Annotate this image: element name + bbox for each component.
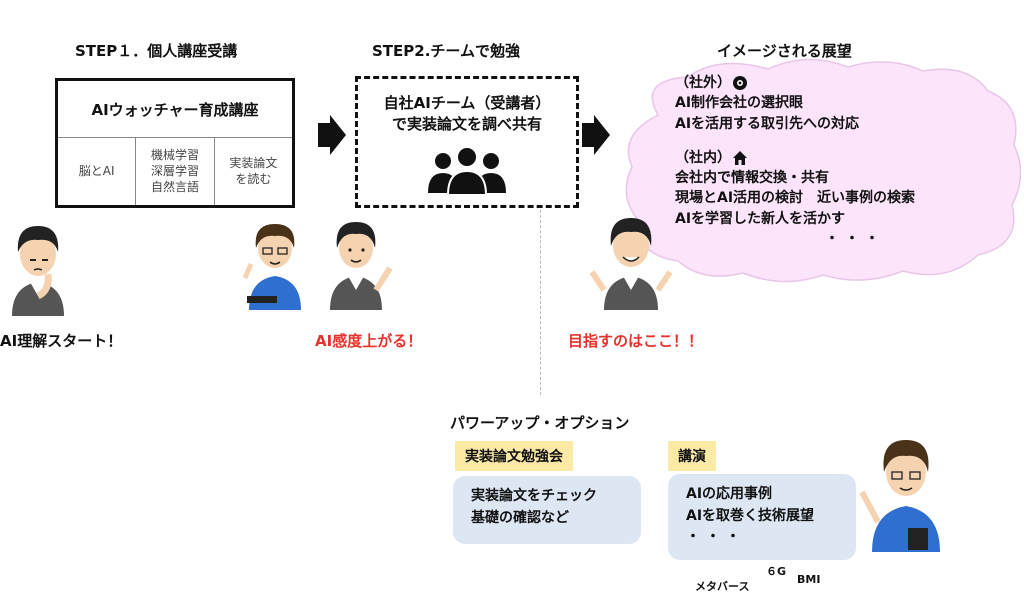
course-topic-brain-ai: 脳とAI: [78, 163, 115, 178]
arrow-right-icon: [318, 115, 346, 155]
course-topics: 脳とAI 機械学習 深層学習 自然言語 実装論文 を読む: [58, 137, 292, 205]
keyword-6g: ６G: [766, 565, 787, 578]
team-line-2: で実装論文を調べ共有: [391, 115, 542, 133]
divider: [540, 210, 541, 395]
lecture-line: AIを取巻く技術展望: [686, 507, 815, 524]
welcoming-person-illustration: [589, 218, 673, 310]
step1-caption: AI理解スタート！: [0, 332, 123, 350]
house-icon: [733, 151, 747, 166]
people-group-icon: [428, 146, 506, 196]
internal-item: AIを学習した新人を活かす: [675, 210, 846, 227]
external-item: AIを活用する取引先への対応: [675, 115, 860, 132]
presenter-person-illustration: [859, 440, 940, 552]
lecture-tag: 講演: [668, 441, 716, 471]
lecture-line: ・・・: [686, 529, 746, 546]
lecture-line: AIの応用事例: [686, 486, 773, 502]
study-line: 基礎の確認など: [471, 509, 569, 526]
arrow-right-icon: [582, 115, 610, 155]
course-title: AIウォッチャー育成講座: [58, 81, 292, 138]
team-box: 自社AIチーム（受講者） で実装論文を調べ共有: [355, 76, 579, 208]
thinking-person-illustration: [12, 226, 64, 316]
lecture-box: AIの応用事例 AIを取巻く技術展望 ・・・: [668, 474, 856, 560]
gear-head-icon: [733, 76, 747, 91]
study-line: 実装論文をチェック: [471, 488, 597, 504]
internal-item: 会社内で情報交換・共有: [675, 170, 829, 187]
vision-content: （社外） AI制作会社の選択眼 AIを活用する取引先への対応 （社内） 会社内で…: [675, 73, 1005, 249]
internal-label: （社内）: [675, 149, 731, 166]
keyword-metaverse: メタバース: [695, 580, 750, 593]
vision-ellipsis: ・・・: [825, 231, 885, 248]
course-box: AIウォッチャー育成講座 脳とAI 機械学習 深層学習 自然言語 実装論文 を読…: [55, 78, 295, 208]
reading-person-illustration: [242, 224, 301, 310]
external-label: （社外）: [675, 75, 731, 91]
pointing-person-illustration: [330, 222, 393, 310]
vision-title: イメージされる展望: [717, 42, 852, 60]
step1-title: STEP１．個人講座受講: [75, 42, 238, 60]
vision-cloud: [625, 58, 1022, 283]
team-line-1: 自社AIチーム（受講者）: [383, 94, 551, 112]
study-session-box: 実装論文をチェック 基礎の確認など: [453, 476, 641, 544]
internal-item: 現場とAI活用の検討 近い事例の検索: [675, 190, 916, 207]
study-session-tag: 実装論文勉強会: [455, 441, 573, 471]
course-topic-ml: 機械学習 深層学習 自然言語: [135, 137, 213, 205]
step2-title: STEP2.チームで勉強: [372, 42, 520, 60]
team-description: 自社AIチーム（受講者） で実装論文を調べ共有: [358, 93, 576, 135]
vision-caption: 目指すのはここ！！: [568, 332, 704, 350]
external-item: AI制作会社の選択眼: [675, 95, 804, 112]
options-title: パワーアップ・オプション: [450, 414, 630, 432]
step2-caption: AI感度上がる！: [315, 332, 423, 350]
keyword-bmi: BMI: [797, 573, 821, 586]
course-topic-papers: 実装論文 を読む: [213, 137, 292, 205]
